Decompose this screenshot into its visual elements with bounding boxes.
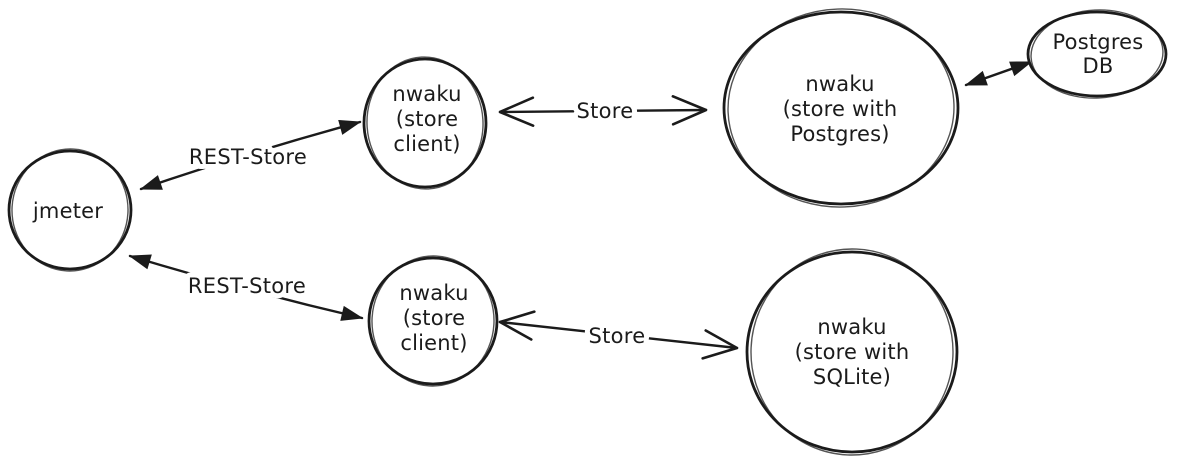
node-client-top-shape: [362, 57, 488, 189]
node-client-bottom-label-line-2: (store: [403, 306, 466, 330]
node-jmeter-label: jmeter: [32, 199, 103, 223]
node-nwaku-store-postgres: nwaku (store with Postgres): [722, 8, 960, 208]
node-jmeter-shape: [7, 149, 133, 271]
node-client-top-shape-sketch: [366, 56, 484, 190]
node-client-bottom-label-line-1: nwaku: [399, 281, 468, 305]
node-nwaku-store-sqlite: nwaku (store with SQLite): [745, 248, 959, 456]
node-client-bottom-label-line-3: client): [400, 331, 467, 355]
node-client-bottom-shape-sketch: [371, 255, 495, 387]
edge-label-store-bottom: Store: [588, 324, 645, 348]
node-store-postgres-label-line-1: nwaku: [805, 72, 874, 96]
edge-store-top: Store: [498, 94, 708, 128]
arrow-rest-store-bottom: [128, 254, 364, 321]
node-postgres-db-label-line-1: Postgres: [1053, 30, 1144, 54]
edge-db-link: [964, 60, 1033, 87]
node-store-sqlite-shape-sketch: [750, 248, 954, 456]
node-store-postgres-label-line-2: (store with: [783, 97, 898, 121]
node-postgres-db-label-line-2: DB: [1083, 54, 1114, 78]
arrow-store-top: [498, 95, 708, 127]
node-nwaku-store-client-top: nwaku (store client): [362, 56, 488, 190]
node-store-postgres-label-line-3: Postgres): [790, 122, 889, 146]
node-store-postgres-shape-sketch: [727, 8, 955, 208]
node-client-top-label-line-3: client): [393, 132, 460, 156]
node-store-sqlite-label-line-2: (store with: [795, 340, 910, 364]
node-client-top-label-line-2: (store: [396, 107, 459, 131]
node-jmeter-shape-sketch: [11, 148, 129, 272]
edge-store-bottom: Store: [498, 310, 739, 360]
node-store-sqlite-label-line-3: SQLite): [813, 365, 891, 389]
node-client-bottom-shape: [367, 256, 499, 386]
arrow-db-link: [964, 60, 1033, 87]
arrow-rest-store-top: [139, 119, 362, 191]
node-store-sqlite-label-line-1: nwaku: [817, 315, 886, 339]
edge-rest-store-top: REST-Store: [139, 119, 362, 191]
edge-label-store-top: Store: [576, 99, 633, 123]
node-postgres-db-shape: [1026, 10, 1168, 98]
arrow-store-bottom: [498, 310, 739, 360]
node-client-top-label-line-1: nwaku: [392, 82, 461, 106]
node-store-sqlite-shape: [745, 250, 959, 454]
edge-label-rest-store-top: REST-Store: [189, 145, 307, 169]
node-postgres-db-shape-sketch: [1030, 9, 1164, 99]
node-postgres-db: Postgres DB: [1026, 9, 1168, 99]
edge-label-rest-store-bottom: REST-Store: [188, 274, 306, 298]
node-store-postgres-shape: [722, 10, 960, 206]
node-nwaku-store-client-bottom: nwaku (store client): [367, 255, 499, 387]
node-jmeter: jmeter: [7, 148, 133, 272]
edge-rest-store-bottom: REST-Store: [128, 254, 364, 321]
